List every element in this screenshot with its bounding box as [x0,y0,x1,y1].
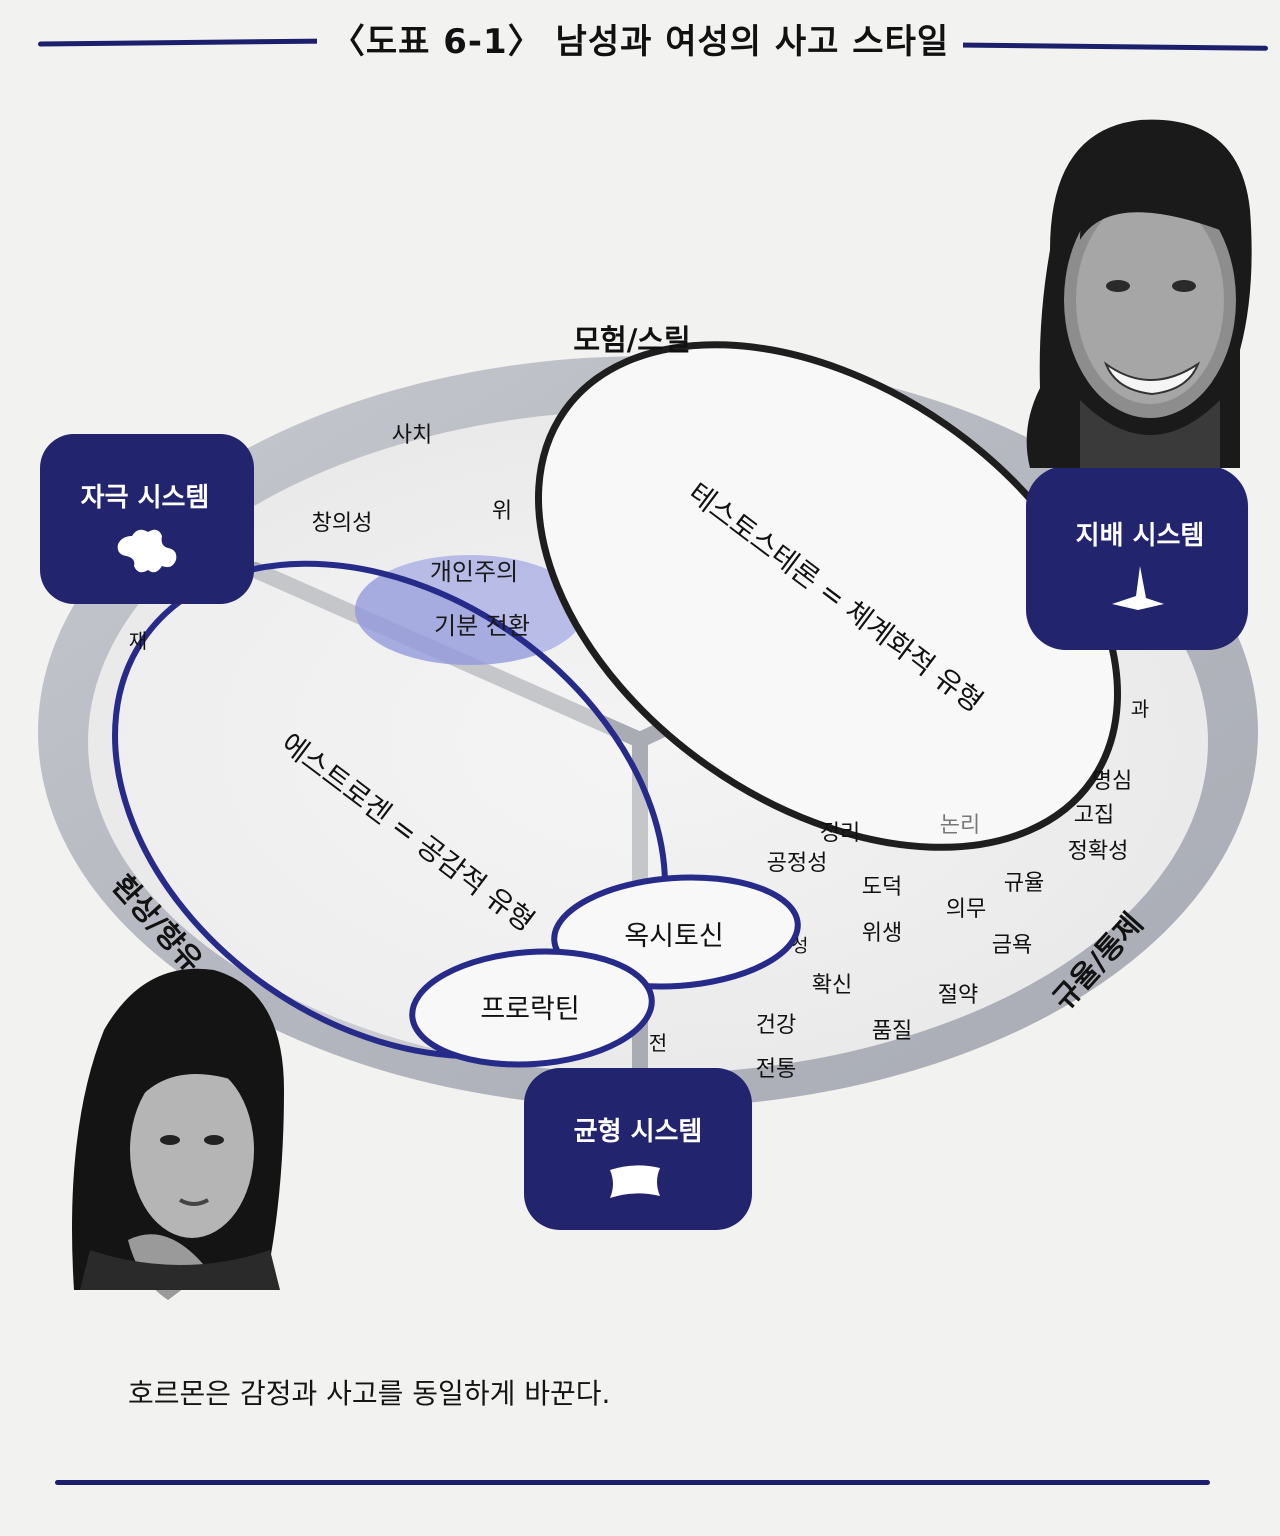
woman-portrait [72,968,284,1300]
word-fairness: 공정성 [767,851,828,876]
word-partial-jae: 재 [129,629,147,653]
bottom-rule [55,1480,1210,1485]
word-abstinence: 금욕 [992,933,1032,958]
puzzle-icon [117,529,177,573]
word-partial-gwa: 과 [1131,697,1149,721]
prolactin-ellipse [409,948,655,1068]
peak-icon [1112,566,1164,610]
stimulus-system-box: 자극 시스템 [40,434,254,604]
oxytocin-ellipse [551,874,801,990]
oxytocin-label: 옥시토신 [624,921,723,952]
overlap-label-1: 개인주의 [430,558,518,586]
dominance-system-box: 지배 시스템 [1026,466,1248,650]
word-arrangement: 정리 [820,821,860,846]
stimulus-system-label: 자극 시스템 [81,483,210,513]
man-portrait [1026,119,1252,468]
word-partial-jeon: 전 [649,1031,667,1055]
word-tradition: 전통 [756,1057,796,1082]
word-creativity: 창의성 [312,511,373,536]
word-logic: 논리 [940,813,980,838]
testosterone-ellipse [535,341,1121,851]
balance-system-label: 균형 시스템 [574,1117,703,1147]
figure-caption: 호르몬은 감정과 사고를 동일하게 바꾼다. [128,1377,611,1410]
word-accuracy: 정확성 [1068,839,1129,864]
word-discipline: 규율 [1004,871,1044,896]
word-partial-seong: 성 [792,936,809,957]
word-partial-myeongsim: 명심 [1092,769,1132,794]
prolactin-label: 프로락틴 [480,994,579,1025]
word-thrift: 절약 [938,983,978,1008]
word-health: 건강 [756,1013,796,1038]
ring-label-top: 모험/스릴 [573,323,690,357]
figure-title: 〈도표 6-1〉 남성과 여성의 사고 스타일 [0,14,1280,63]
word-duty: 의무 [946,897,986,922]
word-partial-wi: 위 [492,499,512,524]
word-morality: 도덕 [862,875,902,900]
overlap-label-2: 기분 전환 [434,612,530,640]
word-hygiene: 위생 [862,921,902,946]
word-luxury: 사치 [392,423,432,448]
word-quality: 품질 [872,1019,912,1044]
dominance-system-label: 지배 시스템 [1076,521,1205,551]
balance-system-box: 균형 시스템 [524,1068,752,1230]
word-stubbornness: 고집 [1074,803,1114,828]
word-conviction: 확신 [812,973,852,998]
pillow-icon [610,1165,660,1198]
